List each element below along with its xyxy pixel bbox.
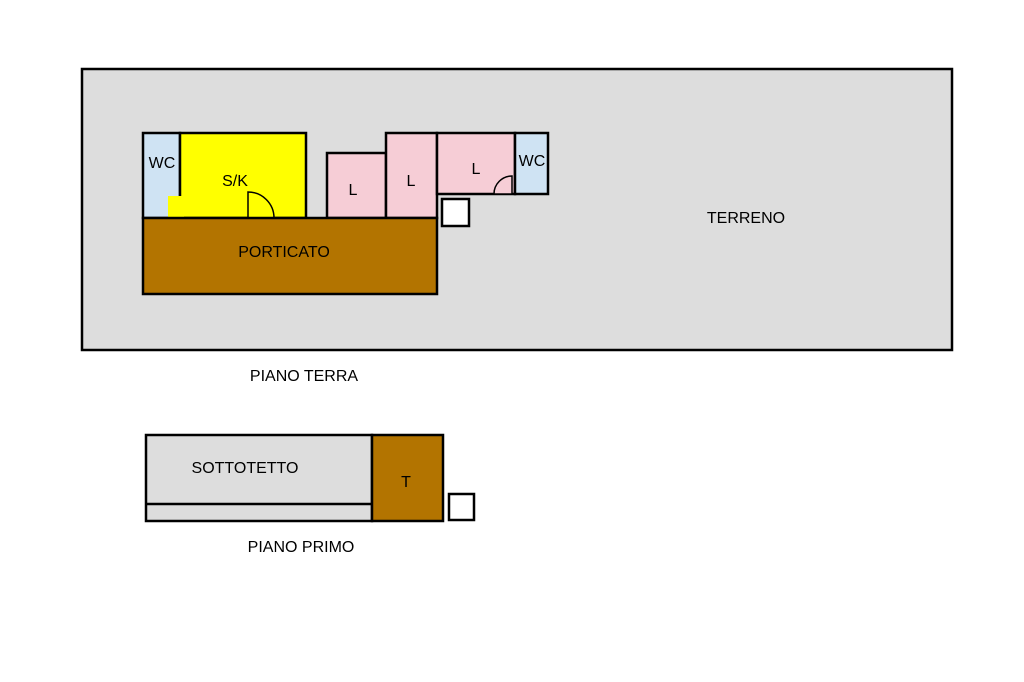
kitchen-room bbox=[178, 131, 308, 220]
porch-area bbox=[141, 216, 439, 296]
ground-floor-caption: PIANO TERRA bbox=[250, 368, 359, 385]
first-floor-shaft-square-icon bbox=[447, 492, 476, 522]
terrace-label: T bbox=[401, 474, 411, 491]
kitchen-door-icon bbox=[247, 191, 275, 219]
bedroom-2-label: L bbox=[407, 173, 416, 190]
attic-label: SOTTOTETTO bbox=[192, 460, 299, 477]
terrace-room bbox=[370, 433, 445, 523]
attic-room bbox=[144, 433, 374, 523]
shaft-square-icon bbox=[440, 197, 471, 228]
porch-label: PORTICATO bbox=[238, 244, 330, 261]
bedroom-3-label: L bbox=[472, 161, 481, 178]
first-floor: SOTTOTETTO T PIANO PRIMO bbox=[144, 433, 476, 556]
ground-floor: TERRENO WC S/K L L L WC PORTICATO PIANO … bbox=[80, 67, 954, 385]
kitchen-label: S/K bbox=[222, 173, 248, 190]
first-floor-caption: PIANO PRIMO bbox=[248, 539, 355, 556]
bedroom-3-door-icon bbox=[493, 175, 513, 195]
wc-right-label: WC bbox=[519, 153, 546, 170]
terrain-label: TERRENO bbox=[707, 210, 785, 227]
wc-right-room bbox=[513, 131, 550, 196]
wc-left-label: WC bbox=[149, 155, 176, 172]
kitchen-alcove bbox=[168, 196, 184, 218]
bedroom-1-label: L bbox=[349, 182, 358, 199]
